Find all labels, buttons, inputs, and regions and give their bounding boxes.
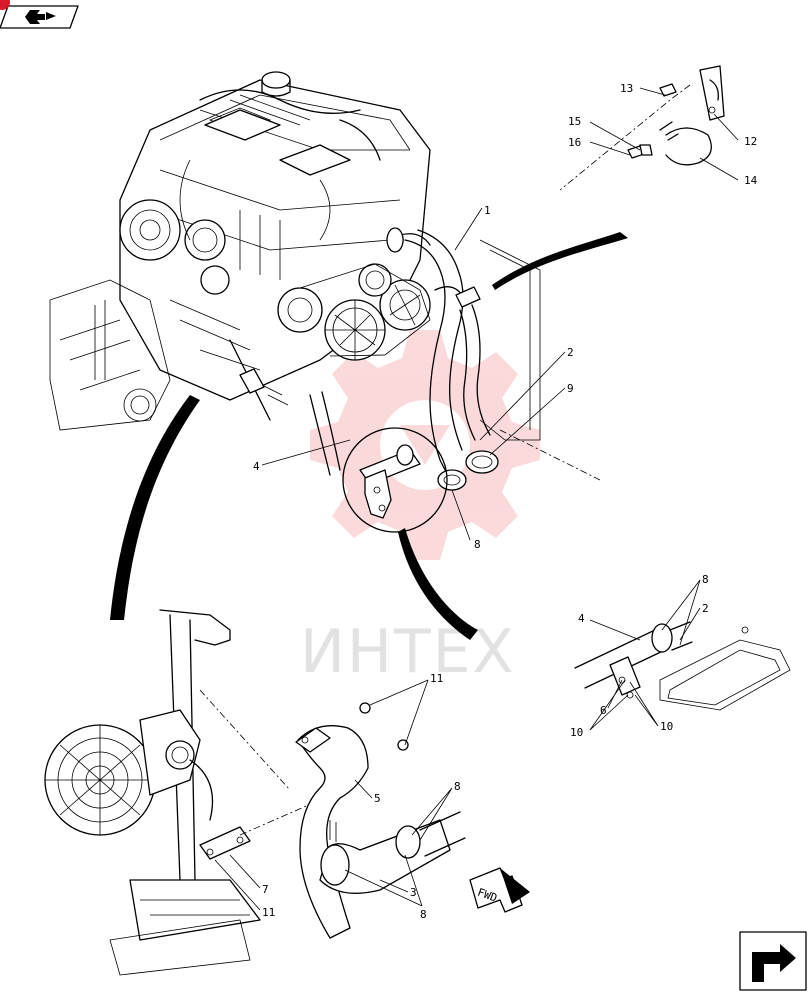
callout-10-right: 10 — [660, 720, 673, 733]
callout-16: 16 — [568, 136, 581, 149]
leader-sweep-left — [110, 395, 200, 620]
callout-8-right: 8 — [702, 573, 709, 586]
callout-3: 3 — [410, 886, 417, 899]
callout-7: 7 — [262, 883, 269, 896]
callout-10-left: 10 — [570, 726, 583, 739]
book-arrow-icon[interactable] — [0, 5, 79, 29]
leader-sweep-bottom — [398, 528, 478, 640]
leader-lines — [214, 87, 739, 911]
callout-15: 15 — [568, 115, 581, 128]
callout-2-right: 2 — [702, 602, 709, 615]
callout-1: 1 — [484, 204, 491, 217]
engine-assembly — [49, 71, 601, 481]
fwd-arrow-icon: FWD — [469, 867, 530, 913]
callout-9: 9 — [567, 382, 574, 395]
pipe-clamp-detail — [574, 621, 791, 711]
callout-12: 12 — [744, 135, 757, 148]
callout-8-lower: 8 — [454, 780, 461, 793]
corner-marker-icon — [0, 0, 10, 10]
callout-13: 13 — [620, 82, 633, 95]
detail-circle — [342, 427, 448, 533]
callout-14: 14 — [744, 174, 758, 187]
return-arrow-icon[interactable] — [739, 931, 807, 991]
callout-4-right: 4 — [578, 612, 585, 625]
callout-6: 6 — [600, 704, 607, 717]
leader-sweep-top-right — [492, 232, 628, 290]
bracket-detail — [559, 65, 725, 191]
callout-4: 4 — [253, 460, 260, 473]
callout-2: 2 — [567, 346, 574, 359]
exhaust-pipe-detail — [199, 689, 466, 939]
watermark-text: ИНТЕХ — [300, 617, 516, 687]
watermark-gear-logo — [310, 330, 540, 560]
callout-11-bottom: 11 — [262, 906, 275, 919]
callout-11-top: 11 — [430, 672, 443, 685]
callout-5: 5 — [374, 792, 381, 805]
turbo-bracket-detail — [44, 609, 261, 976]
fwd-label: FWD — [476, 886, 499, 905]
callout-8-bottom: 8 — [420, 908, 427, 921]
callout-8: 8 — [474, 538, 481, 551]
hose-assembly — [309, 229, 499, 491]
